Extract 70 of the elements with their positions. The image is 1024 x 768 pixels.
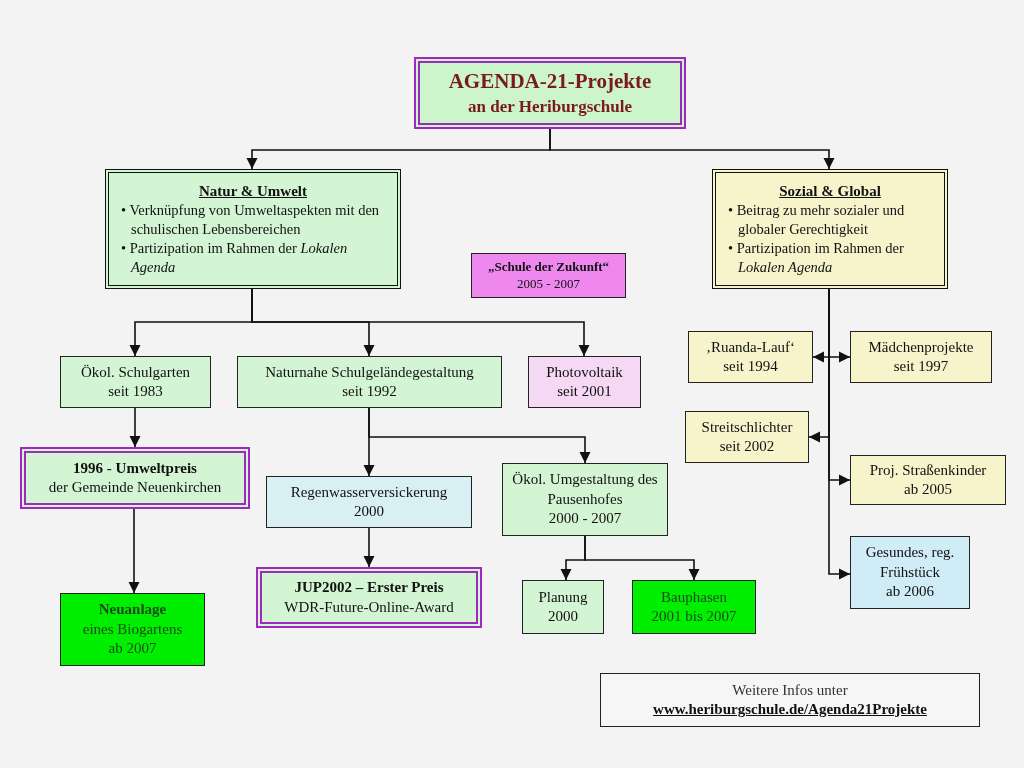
box-title: JUP2002 – Erster Preis: [294, 578, 444, 597]
box-title: „Schule der Zukunft“: [487, 258, 610, 276]
box-title: Regenwasserversickerung: [290, 482, 448, 502]
project-box: [850, 455, 1006, 505]
box-title: Ökol. Schulgarten: [80, 362, 191, 382]
box-text: seit 1983: [108, 382, 163, 401]
box-subheading: an der Heriburgschule: [468, 95, 632, 118]
box-text: ab 2007: [108, 639, 157, 659]
title-box: [414, 57, 686, 129]
arrow: [584, 535, 700, 581]
award-box: [256, 567, 482, 628]
bullet-item: • Partizipation im Rahmen der Lokalen Agenda: [120, 238, 349, 277]
arrow: [129, 407, 141, 448]
project-box: [60, 356, 211, 408]
web-link: www.heriburgschule.de/Agenda21Projekte: [653, 700, 927, 719]
box-title: Neuanlage: [98, 600, 167, 620]
box-heading: AGENDA-21-Projekte: [448, 68, 652, 96]
box-text: ab 2006: [886, 582, 934, 602]
bullet-item: • Beitrag zu mehr sozialer und globaler Gerechtigkeit: [727, 201, 906, 239]
project-box: [632, 580, 756, 634]
arrow: [368, 407, 591, 464]
project-box: [522, 580, 604, 634]
topic-box: [712, 169, 948, 289]
arrow: [251, 288, 590, 357]
box-title: Naturnahe Schulgeländegestaltung: [265, 362, 474, 382]
bullet-item: • Verknüpfung von Umweltaspekten mit den schulischen Lebensbereichen: [120, 201, 381, 239]
project-box: [688, 331, 813, 383]
box-title: Photovoltaik: [546, 362, 623, 382]
box-text: 2005 - 2007: [517, 275, 580, 293]
box-text: WDR-Future-Online-Award: [284, 597, 454, 617]
box-text: ab 2005: [904, 480, 952, 499]
box-text: seit 1994: [723, 357, 778, 376]
box-text: seit 2002: [719, 437, 775, 456]
box-title: Proj. Straßenkinder: [869, 460, 987, 480]
box-text: 2000: [354, 502, 384, 521]
project-box: [502, 463, 668, 536]
box-title: ‚Ruanda-Lauf‘: [705, 337, 796, 357]
project-box: [266, 476, 472, 528]
project-box: [237, 356, 502, 408]
project-box: [850, 331, 992, 383]
project-box: [685, 411, 809, 463]
topic-box: [105, 169, 401, 289]
box-text: seit 1997: [893, 357, 949, 376]
info-box: [600, 673, 980, 727]
box-title: Streitschlichter: [701, 417, 793, 437]
box-title: 1996 - Umweltpreis: [73, 458, 197, 478]
arrow: [363, 527, 375, 568]
box-text: seit 1992: [342, 382, 397, 401]
box-text: der Gemeinde Neuenkirchen: [48, 478, 222, 497]
box-heading: Sozial & Global: [778, 181, 882, 201]
box-text: seit 2001: [557, 382, 612, 401]
project-box: [850, 536, 970, 609]
box-title: Planung: [538, 587, 588, 607]
box-text: 2000: [548, 607, 578, 626]
arrow: [128, 508, 140, 594]
note-text: Weitere Infos unter: [732, 680, 848, 700]
box-title: Mädchenprojekte: [868, 337, 974, 357]
bullet-item: • Partizipation im Rahmen der Lokalen Agenda: [727, 238, 905, 277]
box-title: Ökol. Umgestaltung des Pausenhofes: [511, 470, 659, 509]
box-heading: Natur & Umwelt: [197, 181, 308, 201]
award-box: [20, 447, 250, 509]
project-box: [471, 253, 626, 298]
box-title: Bauphasen: [661, 587, 727, 607]
box-text: 2000 - 2007: [548, 509, 622, 529]
box-text: eines Biogartens: [82, 619, 183, 639]
box-text: 2001 bis 2007: [651, 607, 737, 626]
arrow: [828, 288, 851, 580]
project-box: [528, 356, 641, 408]
project-box: [60, 593, 205, 666]
arrow: [549, 128, 835, 170]
